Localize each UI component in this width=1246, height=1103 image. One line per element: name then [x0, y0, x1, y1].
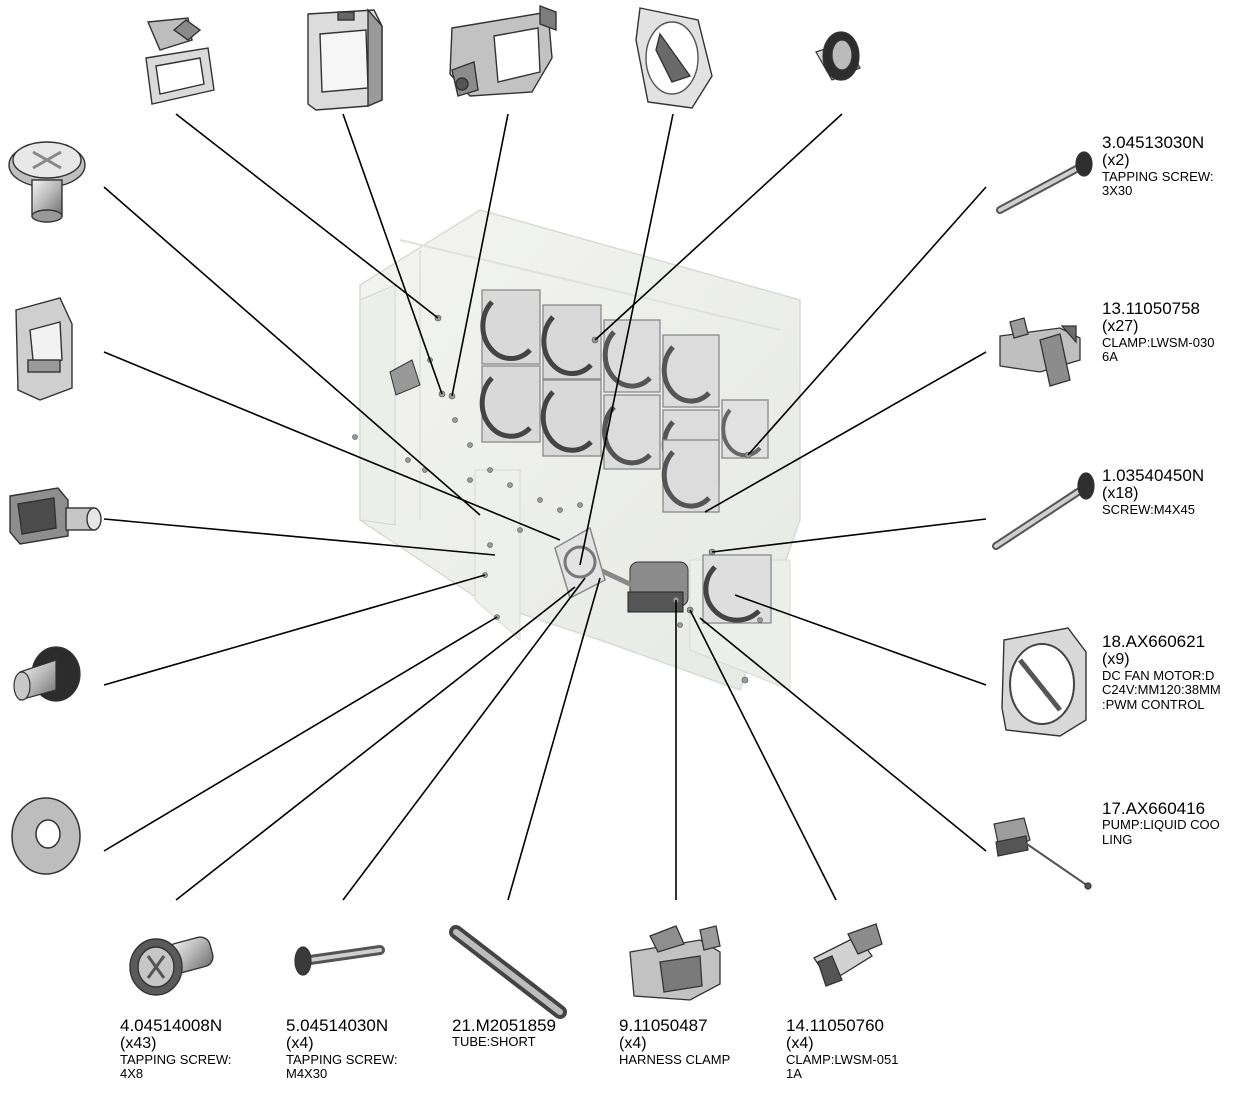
main-assembly	[352, 209, 801, 691]
clamp-lwsm-0511a-icon	[145, 17, 215, 105]
part-label-17: 17.AX660416 PUMP:LIQUID COO LING	[1102, 799, 1220, 847]
part-description: TAPPING SCREW:	[286, 1051, 398, 1067]
part-description: C24V:MM120:38MM	[1102, 682, 1221, 698]
part-description: HARNESS CLAMP	[619, 1051, 731, 1067]
rivet-left-icon	[13, 646, 81, 702]
clamp-d-shape-icon	[307, 8, 383, 111]
part-quantity: (x27)	[1102, 318, 1139, 336]
part-number: 1.03540450N	[1102, 466, 1205, 485]
pump-unit	[598, 561, 689, 613]
liquid-cooling-pump-icon	[993, 817, 1092, 890]
part-description: DC FAN MOTOR:D	[1102, 667, 1215, 683]
washer-icon	[11, 797, 81, 875]
part-description: TUBE:SHORT	[452, 1034, 536, 1050]
part-number: 18.AX660621	[1102, 632, 1206, 651]
part-quantity: (x43)	[120, 1035, 157, 1053]
cable-clip-icon	[449, 4, 557, 97]
part-description: 6A	[1102, 349, 1118, 365]
part-number: 4.04514008N	[120, 1016, 223, 1035]
latch-bracket-icon	[15, 297, 73, 401]
part-number: 21.M2051859	[452, 1016, 556, 1035]
part-description: CLAMP:LWSM-030	[1102, 334, 1215, 350]
part-label-4: 4.04514008N (x43) TAPPING SCREW: 4X8	[120, 1016, 231, 1082]
fan-array	[479, 289, 772, 624]
part-label-5: 5.04514030N (x4) TAPPING SCREW: M4X30	[286, 1016, 397, 1082]
part-label-14: 14.11050760 (x4) CLAMP:LWSM-051 1A	[786, 1016, 898, 1082]
part-number: 13.11050758	[1102, 299, 1201, 318]
frame-screws	[352, 314, 763, 684]
part-quantity: (x18)	[1102, 485, 1139, 503]
screw-m4x45-icon	[992, 472, 1095, 550]
small-clamp-on-frame	[389, 359, 421, 396]
clamp-lwsm-0511a-bottom-icon	[813, 923, 883, 987]
tapping-screw-4x8-icon	[129, 936, 214, 996]
short-tube-icon	[449, 925, 567, 1019]
fan-frame-top-icon	[635, 7, 713, 109]
part-label-3: 3.04513030N (x2) TAPPING SCREW: 3X30	[1102, 133, 1213, 199]
part-number: 3.04513030N	[1102, 133, 1205, 152]
harness-clamp-icon	[629, 925, 721, 1001]
part-quantity: (x4)	[619, 1035, 647, 1053]
part-number: 9.11050487	[619, 1016, 708, 1035]
part-description: TAPPING SCREW:	[120, 1051, 232, 1067]
tapping-screw-m4x30-icon	[294, 945, 385, 976]
part-label-13: 13.11050758 (x27) CLAMP:LWSM-030 6A	[1102, 299, 1214, 365]
part-quantity: (x9)	[1102, 651, 1130, 669]
part-description: TAPPING SCREW:	[1102, 168, 1214, 184]
part-number: 5.04514030N	[286, 1016, 389, 1035]
part-description: 4X8	[120, 1066, 144, 1082]
connector-block-icon	[9, 487, 102, 545]
part-description: 3X30	[1102, 183, 1133, 199]
part-quantity: (x2)	[1102, 152, 1130, 170]
rivet-top-icon	[815, 31, 861, 81]
part-quantity: (x4)	[286, 1035, 314, 1053]
part-description: LING	[1102, 831, 1133, 847]
part-description: SCREW:M4X45	[1102, 501, 1195, 517]
part-label-21: 21.M2051859 TUBE:SHORT	[452, 1016, 556, 1050]
leader-lines	[103, 113, 987, 901]
part-description: CLAMP:LWSM-051	[786, 1051, 899, 1067]
part-description: PUMP:LIQUID COO	[1102, 817, 1220, 833]
long-screw-3x30-icon	[996, 151, 1093, 214]
part-description: 1A	[786, 1066, 802, 1082]
dc-fan-motor-icon	[1001, 627, 1087, 737]
tapping-screw-head-icon	[8, 141, 86, 223]
part-description: :PWM CONTROL	[1102, 697, 1205, 713]
part-description: M4X30	[286, 1066, 328, 1082]
part-number: 14.11050760	[786, 1016, 885, 1035]
part-quantity: (x4)	[786, 1035, 814, 1053]
part-label-18: 18.AX660621 (x9) DC FAN MOTOR:D C24V:MM1…	[1102, 632, 1221, 713]
part-label-1: 1.03540450N (x18) SCREW:M4X45	[1102, 466, 1204, 517]
clamp-lwsm-0306a-icon	[999, 317, 1081, 387]
part-number: 17.AX660416	[1102, 799, 1206, 818]
part-label-9: 9.11050487 (x4) HARNESS CLAMP	[619, 1016, 730, 1067]
